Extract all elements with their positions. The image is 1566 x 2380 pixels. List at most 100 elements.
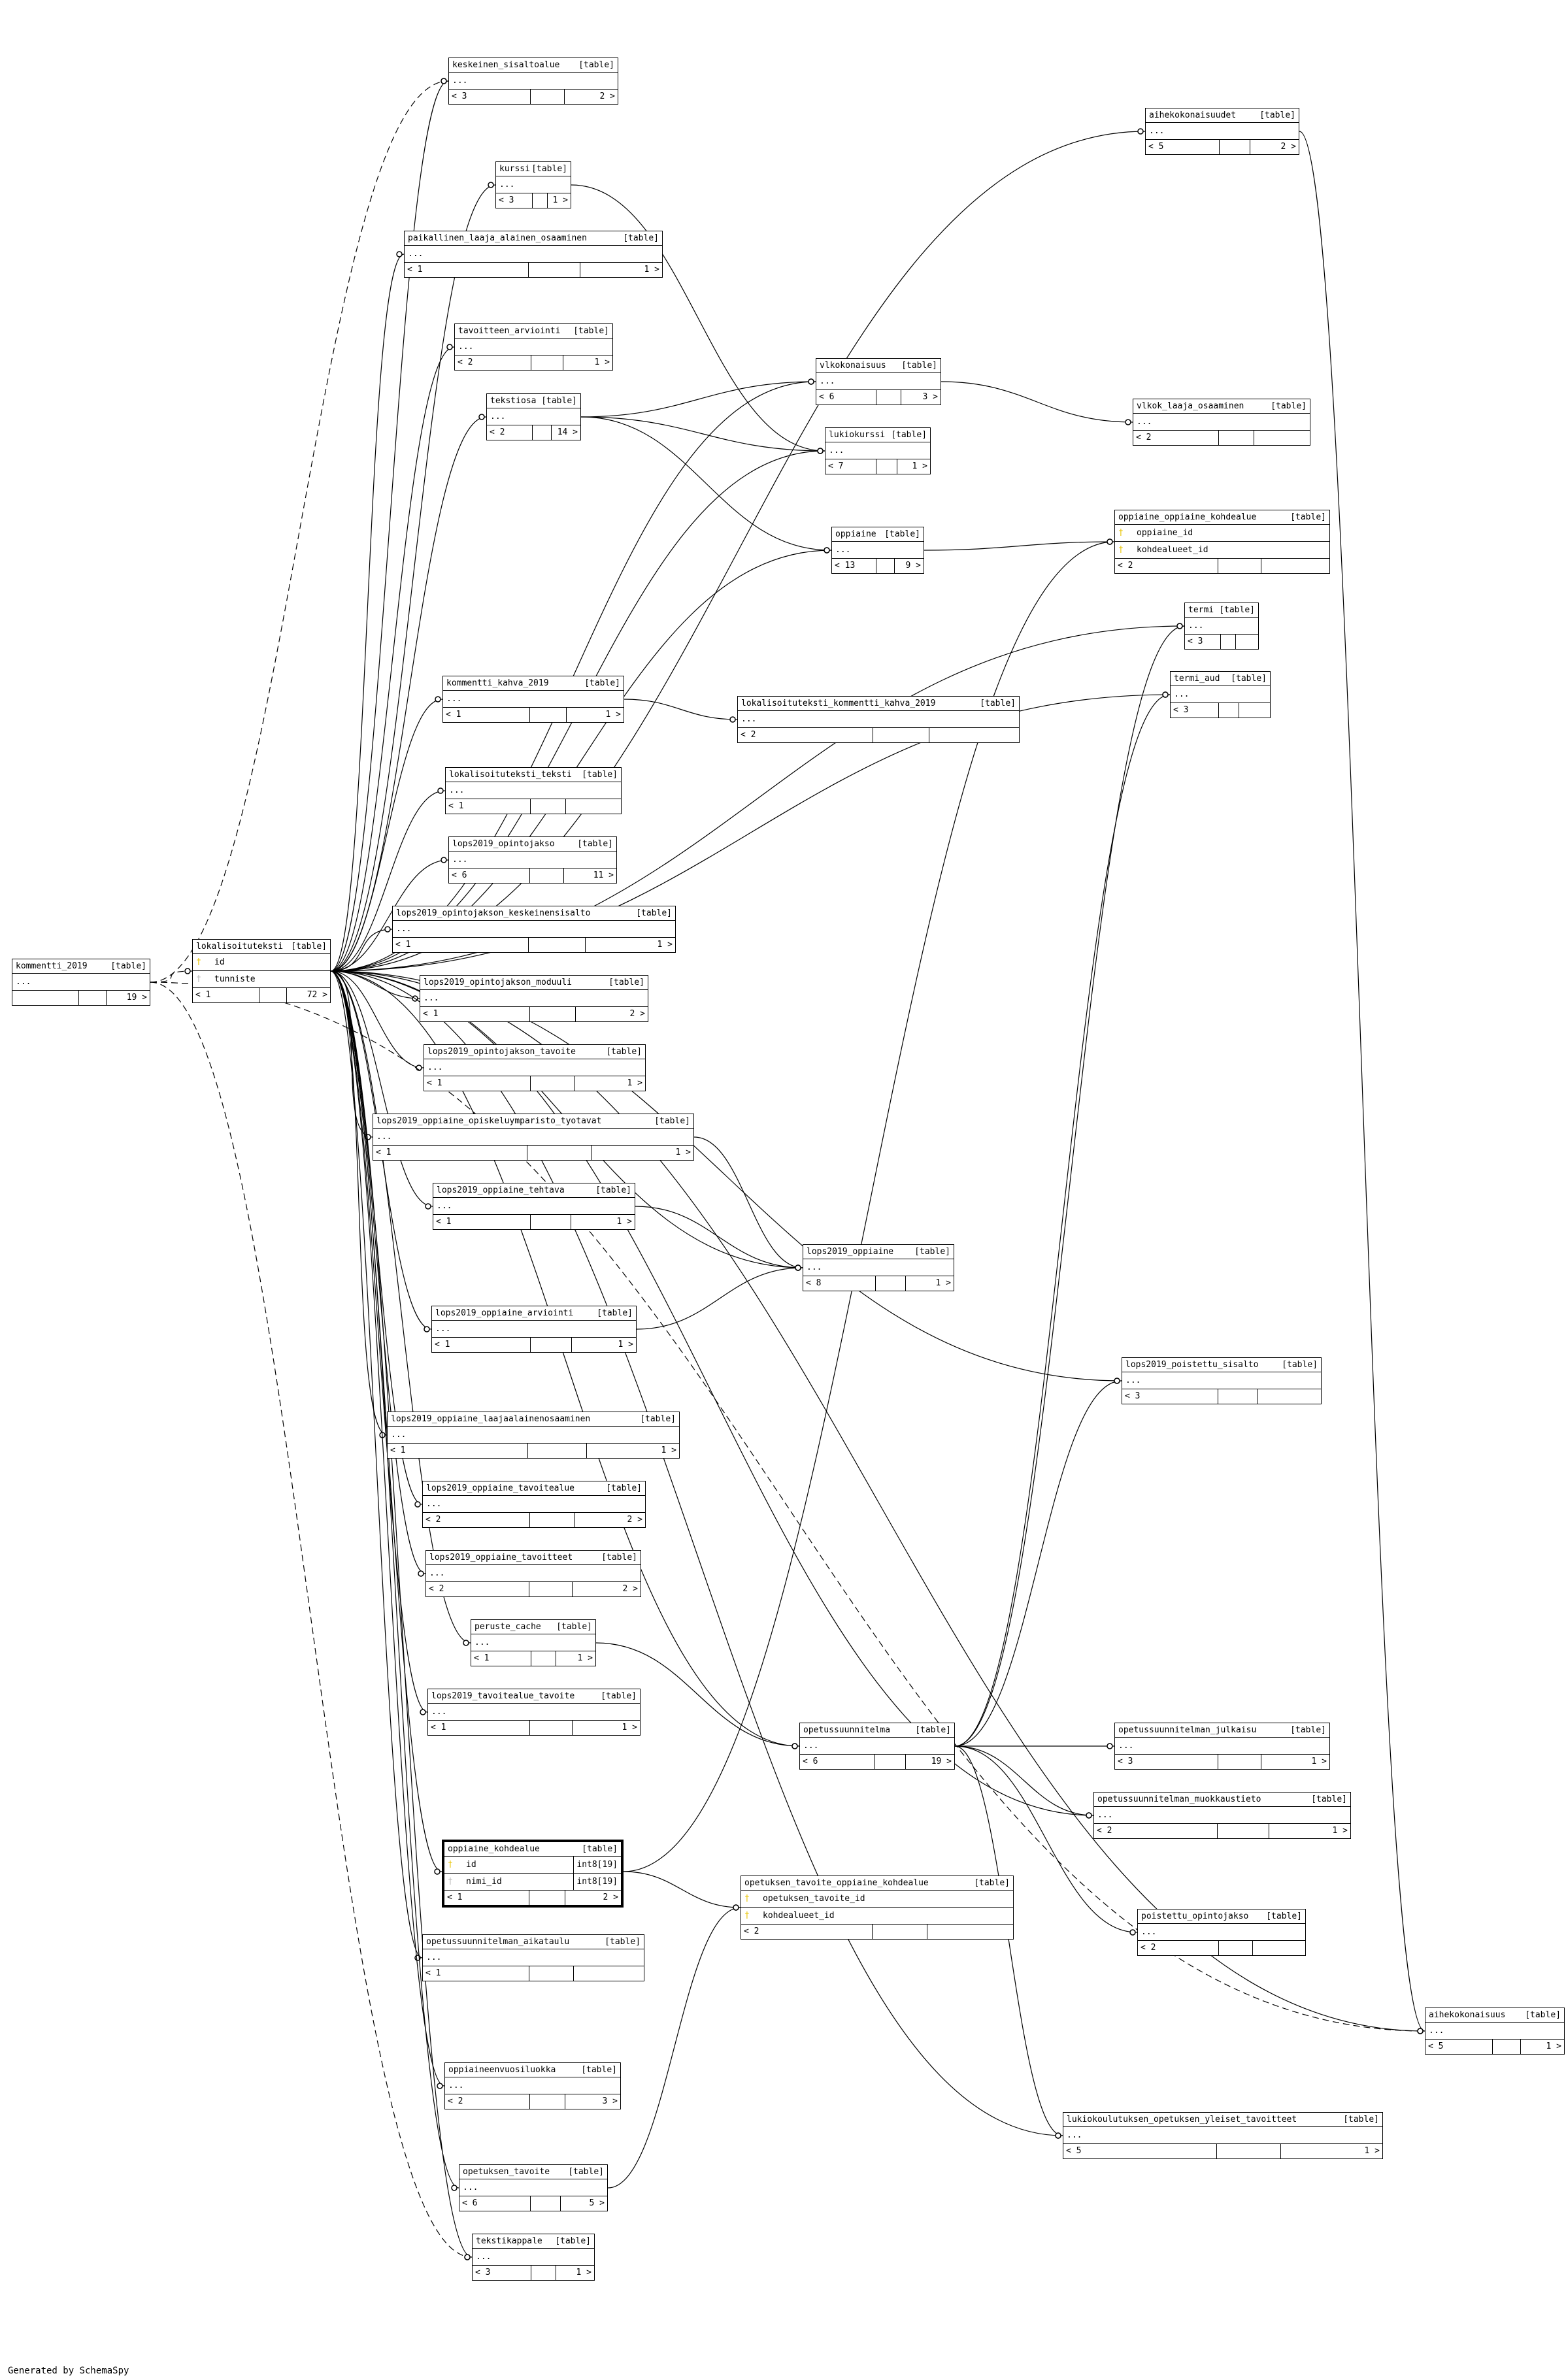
table-lokalisoituteksti_kommentti_kahva_2019[interactable]: lokalisoituteksti_kommentti_kahva_2019[t…	[737, 696, 1020, 743]
table-lops2019_oppiaine_arviointi[interactable]: lops2019_oppiaine_arviointi[table]...< 1…	[431, 1306, 637, 1353]
table-header: opetussuunnitelma[table]	[800, 1723, 954, 1738]
table-termi_aud[interactable]: termi_aud[table]...< 3	[1170, 671, 1271, 718]
crowfoot-optional-marker	[1162, 691, 1169, 698]
table-name: lops2019_opintojakson_moduuli	[424, 978, 572, 987]
table-type-tag: [table]	[582, 1844, 618, 1854]
footer-spacer	[876, 390, 901, 405]
crowfoot-optional-marker	[434, 1868, 441, 1875]
parent-count: < 13	[832, 559, 876, 573]
footer-spacer	[79, 991, 107, 1005]
table-vlkok_laaja_osaaminen[interactable]: vlkok_laaja_osaaminen[table]...< 2	[1133, 399, 1310, 446]
table-lops2019_poistettu_sisalto[interactable]: lops2019_poistettu_sisalto[table]...< 3	[1122, 1357, 1322, 1404]
table-lops2019_oppiaine_opiskeluymparisto_tyotavat[interactable]: lops2019_oppiaine_opiskeluymparisto_tyot…	[373, 1114, 694, 1161]
column-name: id	[466, 1860, 476, 1870]
table-type-tag: [table]	[582, 770, 618, 780]
table-kommentti_2019[interactable]: kommentti_2019[table]...19 >	[12, 959, 150, 1006]
table-lokalisoituteksti_teksti[interactable]: lokalisoituteksti_teksti[table]...< 1	[445, 767, 622, 814]
collapsed-columns: ...	[1138, 1924, 1305, 1941]
table-header: opetuksen_tavoite_oppiaine_kohdealue[tab…	[741, 1876, 1013, 1891]
table-header: vlkok_laaja_osaaminen[table]	[1133, 399, 1310, 414]
table-opetussuunnitelman_aikataulu[interactable]: opetussuunnitelman_aikataulu[table]...< …	[422, 1934, 644, 1981]
edge-opetuksen_tavoite	[330, 970, 459, 2189]
relationship-edge	[580, 381, 816, 418]
collapsed-columns: ...	[443, 691, 624, 708]
table-opetussuunnitelman_muokkaustieto[interactable]: opetussuunnitelman_muokkaustieto[table].…	[1093, 1792, 1351, 1839]
table-opetussuunnitelman_julkaisu[interactable]: opetussuunnitelman_julkaisu[table]...< 3…	[1114, 1723, 1330, 1770]
parent-count: < 3	[1185, 635, 1221, 649]
table-lops2019_oppiaine_laajaalainenosaaminen[interactable]: lops2019_oppiaine_laajaalainenosaaminen[…	[387, 1412, 680, 1459]
table-type-tag: [table]	[606, 1483, 642, 1493]
crowfoot-optional-marker	[435, 696, 441, 702]
table-header: oppiaine[table]	[832, 527, 924, 542]
table-lops2019_tavoitealue_tavoite[interactable]: lops2019_tavoitealue_tavoite[table]...< …	[427, 1689, 641, 1736]
table-opetuksen_tavoite_oppiaine_kohdealue[interactable]: opetuksen_tavoite_oppiaine_kohdealue[tab…	[741, 1876, 1014, 1940]
collapsed-columns: ...	[816, 373, 941, 390]
relationship-edge	[571, 184, 825, 452]
table-oppiaine_oppiaine_kohdealue[interactable]: oppiaine_oppiaine_kohdealue[table]†oppia…	[1114, 510, 1330, 574]
table-lukiokoulutuksen_opetuksen_yleiset_tavoitteet[interactable]: lukiokoulutuksen_opetuksen_yleiset_tavoi…	[1063, 2112, 1383, 2159]
footer-spacer	[1218, 1755, 1261, 1769]
footer-spacer	[530, 1721, 573, 1735]
crowfoot-optional-marker	[1129, 1929, 1136, 1936]
child-count: 19 >	[931, 1757, 952, 1766]
table-header: lops2019_opintojakson_tavoite[table]	[424, 1045, 645, 1059]
table-type-tag: [table]	[901, 361, 937, 371]
child-count: 1 >	[1311, 1757, 1327, 1766]
child-count: 2 >	[1280, 142, 1296, 152]
child-count: 2 >	[603, 1892, 619, 1902]
footer-spacer	[530, 2094, 565, 2109]
table-lops2019_opintojakson_moduuli[interactable]: lops2019_opintojakson_moduuli[table]...<…	[420, 975, 648, 1022]
footer-spacer	[533, 425, 552, 440]
crowfoot-optional-marker	[1055, 2132, 1061, 2139]
table-termi[interactable]: termi[table]...< 3	[1184, 603, 1259, 650]
parent-count: < 7	[825, 459, 876, 474]
parent-count: < 2	[1115, 559, 1218, 573]
table-name: poistettu_opintojakso	[1141, 1911, 1249, 1921]
table-header: lops2019_opintojakson_keskeinensisalto[t…	[393, 906, 675, 921]
child-count: 3 >	[602, 2096, 618, 2106]
column-row: †kohdealueet_id	[1115, 542, 1329, 559]
footer-spacer	[530, 708, 567, 722]
collapsed-columns: ...	[1425, 2023, 1564, 2040]
table-type-tag: [table]	[531, 164, 567, 174]
table-name: oppiaine_oppiaine_kohdealue	[1118, 512, 1257, 522]
table-lops2019_opintojakson_keskeinensisalto[interactable]: lops2019_opintojakson_keskeinensisalto[t…	[392, 906, 676, 953]
table-poistettu_opintojakso[interactable]: poistettu_opintojakso[table]...< 2	[1137, 1909, 1306, 1956]
table-name: termi	[1188, 605, 1214, 615]
table-lops2019_opintojakson_tavoite[interactable]: lops2019_opintojakson_tavoite[table]...<…	[424, 1044, 646, 1091]
primary-key-icon: †	[744, 1894, 750, 1904]
parent-count: < 2	[1094, 1824, 1218, 1838]
footer-spacer	[1218, 1389, 1258, 1404]
edge-kommentti-lokalisoituteksti	[150, 970, 193, 983]
table-lops2019_oppiaine_tavoitteet[interactable]: lops2019_oppiaine_tavoitteet[table]...< …	[425, 1550, 641, 1597]
collapsed-columns: ...	[825, 442, 930, 459]
table-lops2019_oppiaine_tavoitealue[interactable]: lops2019_oppiaine_tavoitealue[table]...<…	[422, 1481, 646, 1528]
child-count: 1 >	[1332, 1826, 1348, 1836]
table-paikallinen_laaja_alainen_osaaminen[interactable]: paikallinen_laaja_alainen_osaaminen[tabl…	[404, 231, 663, 278]
child-count: 1 >	[644, 265, 659, 274]
